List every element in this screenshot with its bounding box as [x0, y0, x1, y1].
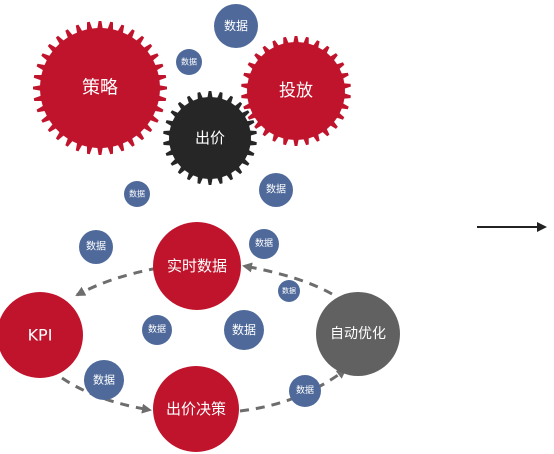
- gear-bidding-label: 出价: [195, 129, 225, 147]
- node-bid-decision-circle: [153, 366, 239, 452]
- gear-delivery: 投放: [241, 36, 351, 146]
- data-bubble-cycle-1-label: 数据: [86, 240, 106, 253]
- data-bubble-top-3-label: 数据: [129, 189, 145, 199]
- data-bubble-cycle-4-label: 数据: [148, 323, 166, 335]
- data-bubble-top-2-label: 数据: [181, 57, 197, 67]
- node-realtime-data: 实时数据: [153, 222, 241, 310]
- data-bubble-cycle-2-circle: [249, 229, 279, 259]
- data-bubble-top-4-circle: [259, 173, 293, 207]
- gear-strategy-label: 策略: [82, 78, 118, 99]
- data-bubble-cycle-4: 数据: [142, 315, 172, 345]
- gear-bidding: 出价: [163, 91, 257, 185]
- node-kpi: KPI: [0, 292, 83, 378]
- node-bid-decision-label: 出价决策: [166, 400, 226, 418]
- gear-bidding-shape: [163, 91, 257, 185]
- data-bubble-cycle-5-circle: [224, 310, 264, 350]
- data-bubble-top-1-circle: [214, 4, 258, 48]
- data-bubble-top-2: 数据: [176, 49, 202, 75]
- data-bubble-cycle-2: 数据: [249, 229, 279, 259]
- cycle-arrows: [61, 262, 347, 414]
- data-bubble-cycle-6: 数据: [84, 360, 124, 400]
- data-bubble-top-1: 数据: [214, 4, 258, 48]
- arrow-optimize-to-realtime: [242, 262, 333, 296]
- data-bubble-cycle-3-circle: [278, 280, 300, 302]
- data-bubble-cycle-5: 数据: [224, 310, 264, 350]
- node-auto-optimize-circle: [316, 292, 400, 376]
- data-bubble-top-4: 数据: [259, 173, 293, 207]
- node-bid-decision: 出价决策: [153, 366, 239, 452]
- data-bubble-cycle-7: 数据: [289, 375, 321, 407]
- data-bubble-cycle-7-circle: [289, 375, 321, 407]
- data-bubble-cycle-6-circle: [84, 360, 124, 400]
- data-bubble-cycle-3-label: 数据: [282, 286, 296, 295]
- node-realtime-data-label: 实时数据: [167, 257, 227, 275]
- node-kpi-circle: [0, 292, 83, 378]
- node-auto-optimize-label: 自动优化: [330, 326, 386, 342]
- data-bubble-top-4-label: 数据: [266, 183, 286, 196]
- node-kpi-label: KPI: [28, 326, 53, 345]
- data-bubble-cycle-5-label: 数据: [232, 322, 256, 337]
- gear-delivery-label: 投放: [279, 81, 313, 101]
- node-auto-optimize: 自动优化: [316, 292, 400, 376]
- data-bubble-top-3: 数据: [124, 181, 150, 207]
- data-bubble-cycle-4-circle: [142, 315, 172, 345]
- data-bubble-cycle-7-label: 数据: [296, 384, 314, 396]
- data-bubble-top-1-label: 数据: [224, 18, 248, 33]
- data-bubble-cycle-3: 数据: [278, 280, 300, 302]
- data-bubble-top-3-circle: [124, 181, 150, 207]
- data-bubble-cycle-6-label: 数据: [93, 373, 115, 387]
- gear-strategy: 策略: [33, 21, 167, 155]
- node-realtime-data-circle: [153, 222, 241, 310]
- gear-delivery-shape: [241, 36, 351, 146]
- data-bubble-cycle-1-circle: [79, 230, 113, 264]
- data-bubble-cycle-2-label: 数据: [255, 237, 273, 249]
- arrow-kpi-to-bid: [61, 376, 152, 414]
- arrow-realtime-to-kpi: [75, 266, 159, 297]
- arrow-bid-to-optimize: [239, 368, 347, 413]
- data-bubble-top-2-circle: [176, 49, 202, 75]
- gear-strategy-shape: [33, 21, 167, 155]
- data-bubble-cycle-1: 数据: [79, 230, 113, 264]
